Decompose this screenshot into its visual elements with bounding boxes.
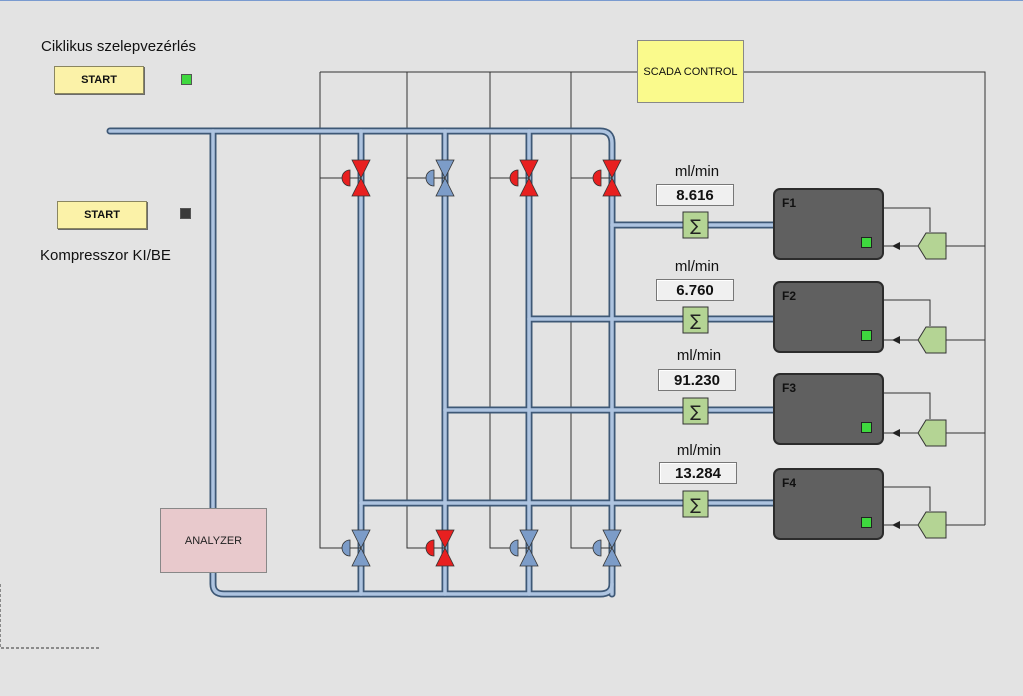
valve-bottom-1[interactable] xyxy=(341,529,371,567)
valve-top-1[interactable] xyxy=(341,159,371,197)
pipes-fill xyxy=(108,129,775,596)
sigma-icon: ∑ xyxy=(690,311,701,330)
unit-f4[interactable]: F4 xyxy=(773,468,884,540)
cycle-status-indicator xyxy=(181,74,192,85)
controller-icon-f2[interactable] xyxy=(917,326,947,354)
valves xyxy=(341,159,622,567)
flow-unit-f2: ml/min xyxy=(674,258,720,275)
valve-top-2[interactable] xyxy=(425,159,455,197)
unit-f4-status-led xyxy=(861,517,872,528)
flow-sigma-indicators: ∑ ∑ ∑ ∑ xyxy=(682,211,709,518)
flow-unit-f3: ml/min xyxy=(676,347,722,364)
unit-f2-label: F2 xyxy=(782,289,797,303)
analyzer-box[interactable]: ANALYZER xyxy=(160,508,267,573)
flow-indicator-f3 xyxy=(682,397,709,425)
sigma-icon: ∑ xyxy=(690,402,701,421)
wire-arrows xyxy=(892,242,900,529)
flow-value-f4: 13.284 xyxy=(659,462,737,484)
unit-f1[interactable]: F1 xyxy=(773,188,884,260)
flow-indicator-f4 xyxy=(682,490,709,518)
scada-control-box[interactable]: SCADA CONTROL xyxy=(637,40,744,103)
flow-controllers xyxy=(917,232,947,539)
compressor-title: Kompresszor KI/BE xyxy=(40,247,171,264)
flow-value-f2: 6.760 xyxy=(656,279,734,301)
unit-f4-label: F4 xyxy=(782,476,797,490)
sigma-icon: ∑ xyxy=(690,216,701,235)
controller-icon-f3[interactable] xyxy=(917,419,947,447)
control-wires xyxy=(319,71,986,549)
compressor-status-indicator xyxy=(180,208,191,219)
unit-f2-status-led xyxy=(861,330,872,341)
valve-bottom-2[interactable] xyxy=(425,529,455,567)
controller-icon-f1[interactable] xyxy=(917,232,947,260)
unit-f1-label: F1 xyxy=(782,196,797,210)
unit-f3-status-led xyxy=(861,422,872,433)
unit-f3-label: F3 xyxy=(782,381,797,395)
valve-bottom-3[interactable] xyxy=(509,529,539,567)
valve-top-4[interactable] xyxy=(592,159,622,197)
unit-f3[interactable]: F3 xyxy=(773,373,884,445)
dashed-frame xyxy=(0,584,100,649)
controller-icon-f4[interactable] xyxy=(917,511,947,539)
sigma-icon: ∑ xyxy=(690,495,701,514)
compressor-start-button[interactable]: START xyxy=(57,201,147,229)
flow-indicator-f2 xyxy=(682,306,709,334)
flow-value-f1: 8.616 xyxy=(656,184,734,206)
valve-top-3[interactable] xyxy=(509,159,539,197)
flow-value-f3: 91.230 xyxy=(658,369,736,391)
cycle-title: Ciklikus szelepvezérlés xyxy=(41,38,197,55)
valve-bottom-4[interactable] xyxy=(592,529,622,567)
unit-f2[interactable]: F2 xyxy=(773,281,884,353)
flow-unit-f1: ml/min xyxy=(674,163,720,180)
flow-unit-f4: ml/min xyxy=(676,442,722,459)
unit-f1-status-led xyxy=(861,237,872,248)
cycle-start-button[interactable]: START xyxy=(54,66,144,94)
window-top-border xyxy=(0,0,1023,1)
flow-indicator-f1 xyxy=(682,211,709,239)
